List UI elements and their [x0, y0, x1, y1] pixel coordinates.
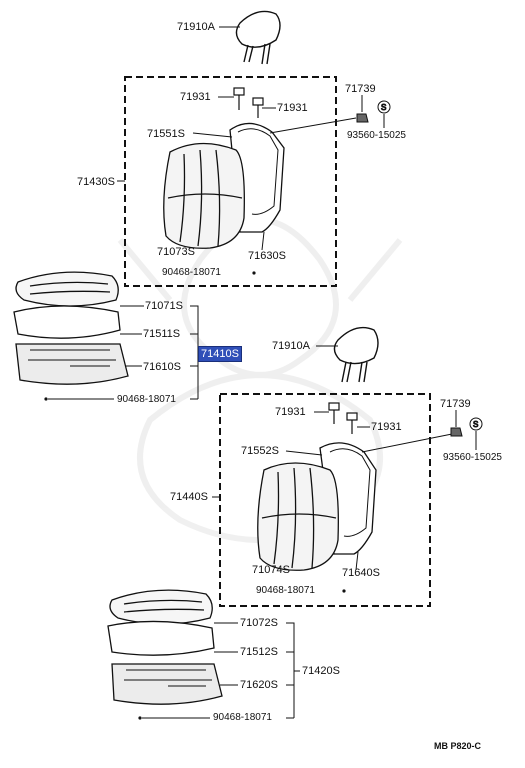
part-label-93560-15025[interactable]: 93560-15025 — [347, 130, 406, 141]
part-label-90468-18071[interactable]: 90468-18071 — [256, 585, 315, 596]
part-label-71640S[interactable]: 71640S — [342, 567, 380, 579]
leader-line — [261, 231, 265, 251]
lower-guide-drawing — [328, 402, 358, 434]
part-label-71739[interactable]: 71739 — [440, 398, 471, 410]
part-label-71440S[interactable]: 71440S — [170, 491, 208, 503]
hog-ring-marker — [252, 271, 256, 275]
lower-seatback-drawing — [257, 442, 377, 571]
hog-ring-marker — [342, 589, 346, 593]
leader-line — [355, 551, 359, 571]
part-label-71410S-highlighted[interactable]: 71410S — [198, 346, 242, 362]
part-label-71910A[interactable]: 71910A — [272, 340, 310, 352]
hog-ring-marker — [138, 716, 142, 720]
leader-line — [192, 132, 233, 138]
upper-seatback-drawing — [163, 122, 285, 249]
part-label-90468-18071[interactable]: 90468-18071 — [162, 267, 221, 278]
part-label-71073S[interactable]: 71073S — [157, 246, 195, 258]
part-label-71552S[interactable]: 71552S — [241, 445, 279, 457]
lower-clip-nut-drawing: S — [450, 417, 483, 437]
leader-line — [361, 433, 453, 453]
lower-headrest-drawing — [333, 326, 379, 383]
part-label-90468-18071[interactable]: 90468-18071 — [117, 394, 176, 405]
part-label-71931[interactable]: 71931 — [275, 406, 306, 418]
lower-seatback-group-box — [219, 393, 431, 607]
part-label-93560-15025[interactable]: 93560-15025 — [443, 452, 502, 463]
upper-cushion-drawing — [13, 271, 129, 385]
part-label-71931[interactable]: 71931 — [277, 102, 308, 114]
upper-clip-nut-drawing: S — [356, 100, 391, 123]
part-label-71511S[interactable]: 71511S — [143, 328, 181, 340]
part-label-71071S[interactable]: 71071S — [145, 300, 183, 312]
leader-line — [285, 450, 323, 456]
diagram-reference-code: MB P820-C — [434, 741, 482, 751]
part-label-90468-18071[interactable]: 90468-18071 — [213, 712, 272, 723]
part-label-71931[interactable]: 71931 — [371, 421, 402, 433]
upper-guide-drawing — [233, 87, 264, 118]
lower-cushion-drawing — [107, 589, 223, 705]
part-label-71512S[interactable]: 71512S — [240, 646, 278, 658]
part-label-71610S[interactable]: 71610S — [143, 361, 181, 373]
svg-text:S: S — [381, 103, 386, 112]
part-label-71551S[interactable]: 71551S — [147, 128, 185, 140]
leader-line — [269, 117, 357, 134]
bracket-line — [190, 305, 199, 399]
part-label-71630S[interactable]: 71630S — [248, 250, 286, 262]
part-label-71739[interactable]: 71739 — [345, 83, 376, 95]
part-label-71931[interactable]: 71931 — [180, 91, 211, 103]
part-label-71074S[interactable]: 71074S — [252, 564, 290, 576]
upper-headrest-drawing — [235, 10, 281, 65]
part-label-71072S[interactable]: 71072S — [240, 617, 278, 629]
part-label-71420S[interactable]: 71420S — [302, 665, 340, 677]
hog-ring-marker — [44, 397, 48, 401]
part-label-71430S[interactable]: 71430S — [77, 176, 115, 188]
part-label-71910A[interactable]: 71910A — [177, 21, 215, 33]
part-label-71620S[interactable]: 71620S — [240, 679, 278, 691]
upper-seatback-group-box — [124, 76, 337, 287]
bracket-line — [286, 622, 295, 718]
svg-text:S: S — [473, 420, 478, 429]
